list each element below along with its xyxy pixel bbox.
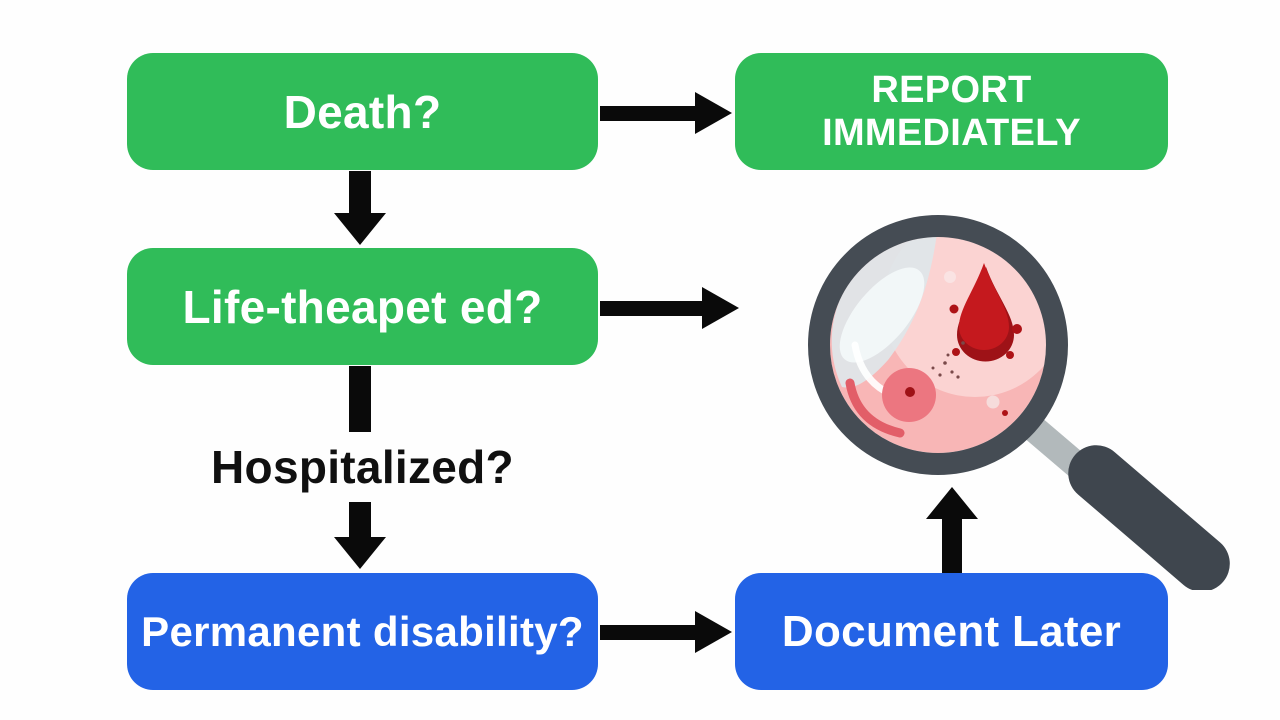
arrow-document-later-to-magnifier — [926, 487, 978, 573]
arrow-shaft — [349, 502, 371, 537]
arrow-disability-to-document-later — [600, 611, 732, 653]
lens-glare-highlight — [839, 267, 925, 363]
lens-arc-stroke — [845, 378, 905, 438]
node-document-later: Document Later — [735, 573, 1168, 690]
arrow-head — [334, 213, 386, 245]
arrow-head — [334, 537, 386, 569]
node-permanent-disability: Permanent disability? — [127, 573, 598, 690]
arrow-hospitalized-to-disability — [334, 502, 386, 569]
red-specimen-dots — [949, 304, 1022, 416]
magnifying-glass-icon — [808, 215, 1230, 590]
arrow-shaft — [349, 171, 371, 213]
connector-life-threatened-to-hospitalized — [349, 366, 371, 432]
node-report-immediately: REPORT IMMEDIATELY — [735, 53, 1168, 170]
node-document-later-label: Document Later — [781, 606, 1122, 656]
node-report-label-line1: REPORT — [871, 68, 1032, 111]
arrow-life-threatened-to-magnifier — [600, 287, 739, 329]
white-dot — [986, 395, 1000, 409]
arrow-head — [695, 611, 732, 653]
node-life-threatened: Life-theapet ed? — [127, 248, 598, 365]
tiny-specks — [931, 341, 965, 379]
arrow-head — [926, 487, 978, 519]
arrow-shaft — [942, 519, 962, 573]
magnifier-rim — [808, 215, 1068, 475]
label-hospitalized: Hospitalized? — [211, 441, 514, 493]
node-life-threatened-label: Life-theapet ed? — [182, 280, 543, 333]
node-death-label: Death? — [283, 85, 442, 138]
magnifier-handle — [1068, 445, 1230, 590]
blood-drop-icon — [959, 263, 1009, 350]
arrow-shaft — [600, 105, 695, 121]
arrow-death-to-report — [600, 92, 732, 134]
arrow-head — [695, 92, 732, 134]
cell-nucleus-dot — [905, 387, 915, 397]
arrow-death-to-life-threatened — [334, 171, 386, 245]
arrow-head — [702, 287, 739, 329]
node-report-label-line2: IMMEDIATELY — [822, 111, 1081, 154]
magnifier-lens-contents — [831, 237, 1046, 438]
node-death: Death? — [127, 53, 598, 170]
node-permanent-disability-label: Permanent disability? — [141, 607, 584, 655]
arrow-shaft — [600, 624, 695, 640]
arrow-shaft — [600, 300, 702, 316]
white-dot — [944, 271, 956, 283]
